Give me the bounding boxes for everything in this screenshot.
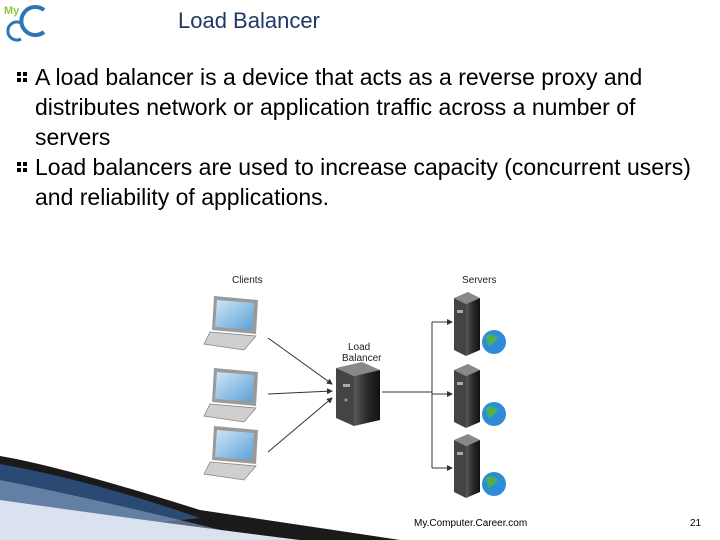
footer-swoosh	[0, 456, 400, 540]
slide-title: Load Balancer	[178, 8, 320, 33]
bullet-square-icon	[17, 72, 27, 82]
logo: My	[4, 5, 46, 42]
bullet-square-icon	[17, 162, 27, 172]
svg-text:My: My	[4, 5, 20, 17]
server-icon	[454, 364, 506, 428]
connection-arrow	[267, 337, 333, 385]
load-balancer-diagram: Clients Servers Load Balancer	[203, 275, 506, 498]
connection-arrow	[267, 388, 333, 395]
laptop-icon	[203, 426, 258, 481]
server-icon	[454, 434, 506, 498]
footer-site: My.Computer.Career.com	[414, 518, 528, 529]
bullet-text: Load balancers are used to increase capa…	[35, 154, 691, 210]
connection-arrow	[267, 397, 333, 453]
server-icon	[454, 292, 506, 356]
load-balancer-label-2: Balancer	[342, 353, 382, 364]
servers-label: Servers	[462, 275, 496, 286]
bullet-item: Load balancers are used to increase capa…	[16, 152, 706, 212]
load-balancer-server-icon	[336, 362, 380, 426]
page-number: 21	[690, 518, 702, 529]
laptop-icon	[203, 296, 258, 351]
bullet-item: A load balancer is a device that acts as…	[16, 62, 706, 152]
clients-label: Clients	[232, 275, 263, 286]
bullet-text: A load balancer is a device that acts as…	[35, 64, 643, 150]
laptop-icon	[203, 368, 258, 423]
load-balancer-label-1: Load	[348, 342, 370, 353]
bullet-list: A load balancer is a device that acts as…	[16, 62, 706, 212]
